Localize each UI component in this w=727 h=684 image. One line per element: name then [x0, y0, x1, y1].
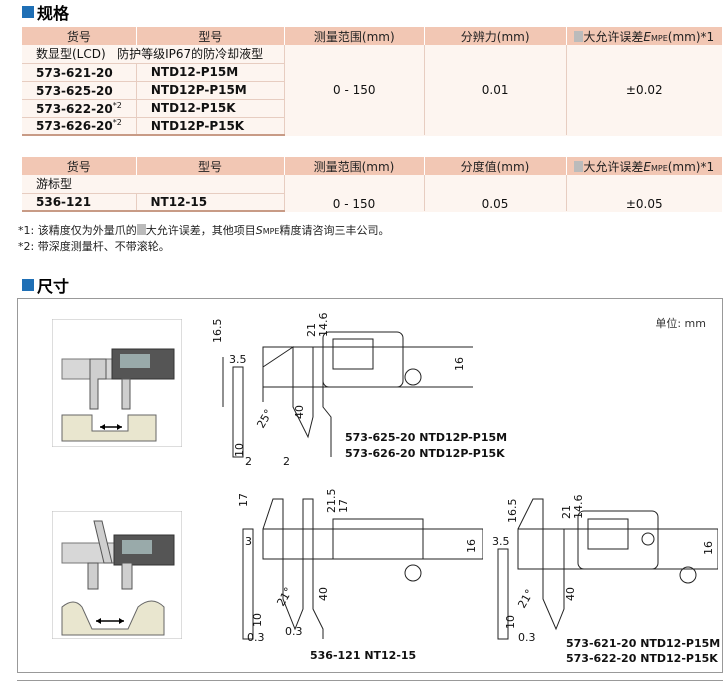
- dim-label: 0.3: [247, 631, 265, 644]
- model-cell: NTD12-P15M: [135, 62, 285, 81]
- range-cell: 0 - 150: [283, 45, 425, 135]
- header-range: 测量范围(mm): [283, 27, 425, 45]
- table-row: 573-626-20*2 NTD12P-P15K: [22, 116, 722, 136]
- graduation-cell: 0.05: [423, 175, 566, 211]
- spec-table-digital: 货号 型号 测量范围(mm) 分辨力(mm) 大允许误差EMPE(mm)*1 数…: [22, 27, 722, 136]
- dim-label: 16: [453, 357, 466, 371]
- dim-label: 2: [283, 455, 290, 467]
- dim-label: 40: [317, 587, 330, 601]
- drawing-digital-roller: 16.5 21 14.6 16 3.5 21° 40 10 0.3: [492, 495, 718, 644]
- blurred-glyph: [574, 160, 584, 172]
- dim-label: 25°: [254, 407, 275, 430]
- resolution-cell: 0.01: [423, 45, 567, 135]
- dim-label: 40: [564, 587, 577, 601]
- dim-label: 16: [465, 539, 478, 553]
- caption-middle: 536-121 NT12-15: [310, 649, 417, 662]
- dim-label: 3: [245, 535, 252, 548]
- dim-label: 17: [337, 499, 350, 513]
- code-cell: 573-621-20: [22, 62, 137, 81]
- unit-label: 单位: mm: [655, 317, 706, 330]
- spec-title-text: 规格: [37, 4, 70, 23]
- header-graduation: 分度值(mm): [423, 157, 566, 175]
- caption-top-1: 573-625-20 NTD12P-P15M: [345, 431, 508, 444]
- code-cell: 573-622-20*2: [22, 98, 137, 117]
- caption-right-2: 573-622-20 NTD12-P15K: [566, 652, 718, 665]
- dimension-drawing-panel: 单位: mm: [17, 298, 723, 673]
- dim-label: 21.5: [325, 489, 338, 513]
- dim-label: 3.5: [492, 535, 510, 548]
- error-cell: ±0.05: [565, 175, 722, 211]
- code-cell: 573-626-20*2: [22, 116, 137, 136]
- table-type-row: 游标型 0 - 150 0.05 ±0.05: [22, 175, 722, 211]
- footnote-2: *2: 带深度测量杆、不带滚轮。: [18, 240, 170, 253]
- table-header-row: 货号 型号 测量范围(mm) 分度值(mm) 大允许误差EMPE(mm)*1: [22, 157, 722, 175]
- error-cell: ±0.02: [565, 45, 722, 135]
- dim-label: 10: [504, 615, 517, 629]
- dim-label: 16.5: [213, 319, 224, 344]
- dim-label: 21°: [515, 587, 536, 610]
- footnote-1: *1: 该精度仅为外量爪的大允许误差，其他项目SMPE精度请咨询三丰公司。: [18, 224, 390, 237]
- divider: [17, 680, 723, 681]
- header-error: 大允许误差EMPE(mm)*1: [565, 157, 722, 175]
- table-type-row: 数显型(LCD) 防护等级IP67的防冷却液型 0 - 150 0.01 ±0.…: [22, 45, 722, 135]
- spec-section-title: 规格: [22, 0, 69, 24]
- dim-section-title: 尺寸: [22, 273, 69, 297]
- spec-table-vernier: 货号 型号 测量范围(mm) 分度值(mm) 大允许误差EMPE(mm)*1 游…: [22, 157, 722, 212]
- type-cell: 数显型(LCD) 防护等级IP67的防冷却液型: [36, 47, 264, 62]
- dim-label: 14.6: [317, 313, 330, 338]
- model-cell: NTD12P-P15M: [135, 80, 285, 99]
- table-row: 573-625-20 NTD12P-P15M: [22, 80, 722, 99]
- header-code: 货号: [22, 27, 137, 45]
- drawing-vernier: 17 21.5 17 16 3 21° 40 10 0.3 0.3: [237, 489, 483, 644]
- dim-label: 14.6: [572, 495, 585, 520]
- section-square-icon: [22, 279, 34, 291]
- dim-label: 10: [251, 613, 264, 627]
- model-cell: NTD12-P15K: [135, 98, 285, 117]
- code-cell: 536-121: [22, 192, 136, 212]
- dim-label: 40: [293, 405, 306, 419]
- table-row: 573-622-20*2 NTD12-P15K: [22, 98, 722, 117]
- dim-label: 0.3: [518, 631, 536, 644]
- photo-groove-measurement: [52, 511, 182, 639]
- dim-label: 0.3: [285, 625, 303, 638]
- header-model: 型号: [135, 27, 285, 45]
- dim-label: 17: [237, 493, 250, 507]
- drawing-digital-depth-rod: 16.5 21 14.6 16 3.5 40 25° 10 2 2: [213, 313, 473, 467]
- caption-right-1: 573-621-20 NTD12-P15M: [566, 637, 721, 650]
- caption-top-2: 573-626-20 NTD12P-P15K: [345, 447, 505, 460]
- code-cell: 573-625-20: [22, 80, 137, 99]
- dim-label: 16.5: [506, 499, 519, 524]
- table-header-row: 货号 型号 测量范围(mm) 分辨力(mm) 大允许误差EMPE(mm)*1: [22, 27, 722, 45]
- dim-title-text: 尺寸: [37, 277, 70, 296]
- header-error: 大允许误差EMPE(mm)*1: [565, 27, 722, 45]
- photo-outside-measurement: [52, 319, 182, 447]
- dim-label: 3.5: [229, 353, 247, 366]
- dim-label: 21: [560, 505, 573, 519]
- blurred-glyph: [136, 224, 146, 235]
- table-row: 536-121 NT12-15: [22, 192, 722, 212]
- model-cell: NT12-15: [135, 192, 284, 212]
- blurred-glyph: [574, 30, 584, 42]
- header-range: 测量范围(mm): [283, 157, 424, 175]
- type-cell: 游标型: [36, 177, 73, 192]
- range-cell: 0 - 150: [283, 175, 424, 211]
- table-row: 573-621-20 NTD12-P15M: [22, 62, 722, 81]
- header-resolution: 分辨力(mm): [423, 27, 567, 45]
- header-code: 货号: [22, 157, 136, 175]
- dim-label: 21°: [274, 585, 295, 608]
- dim-label: 16: [702, 541, 715, 555]
- dim-label: 21: [305, 323, 318, 337]
- dim-label: 2: [245, 455, 252, 467]
- section-square-icon: [22, 6, 34, 18]
- header-model: 型号: [135, 157, 284, 175]
- dim-label: 10: [233, 443, 246, 457]
- model-cell: NTD12P-P15K: [135, 116, 285, 136]
